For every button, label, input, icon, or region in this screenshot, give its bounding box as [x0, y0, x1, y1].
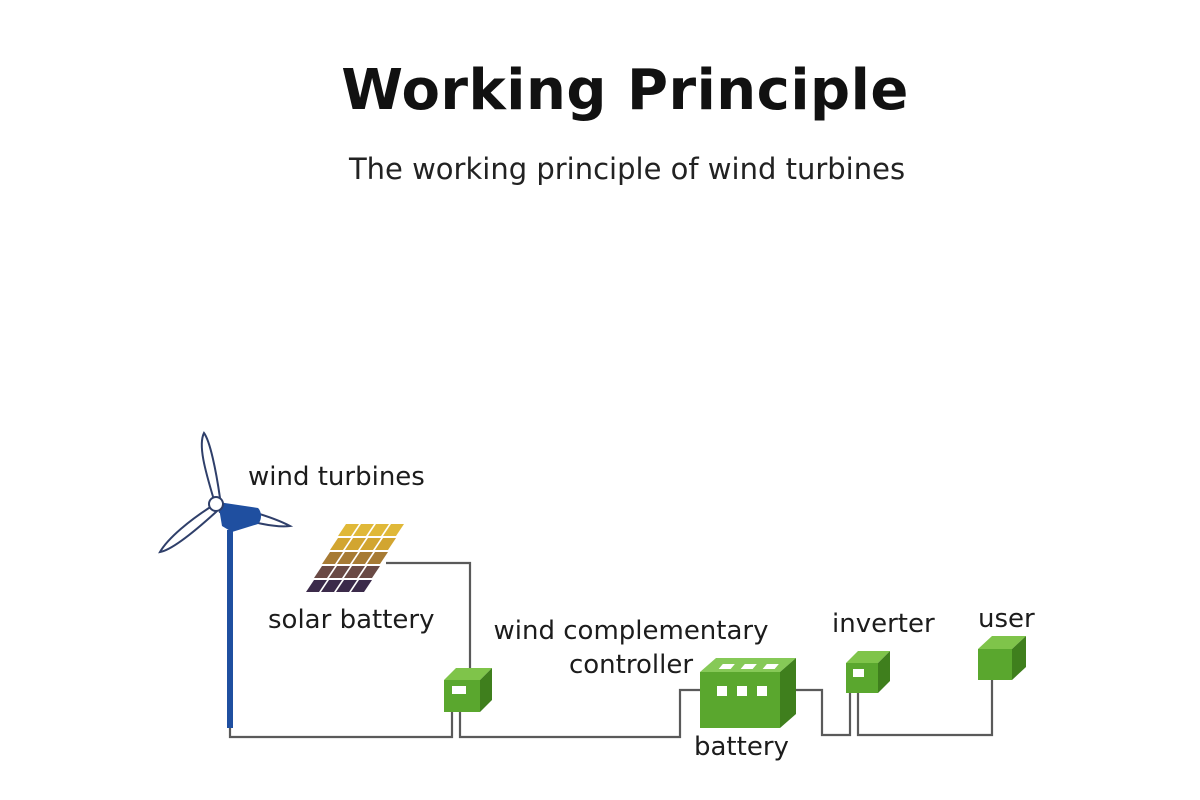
turbine-to-controller-wire — [228, 712, 454, 739]
solar-cell — [337, 552, 358, 564]
inverter-icon — [846, 651, 890, 693]
solar-cell — [360, 538, 381, 550]
battery-to-inverter-wire — [796, 688, 852, 737]
wind-turbine-label: wind turbines — [248, 462, 425, 492]
solar-cell — [344, 566, 365, 578]
user-device-icon — [978, 636, 1026, 680]
solar-cell — [336, 580, 357, 592]
solar-cell — [383, 524, 404, 536]
battery-icon — [700, 658, 796, 728]
solar-cell — [375, 538, 396, 550]
solar-cell — [338, 524, 359, 536]
solar-cell — [329, 566, 350, 578]
solar-cell — [351, 580, 372, 592]
solar-cell — [306, 580, 327, 592]
battery-label: battery — [694, 732, 789, 762]
controller-to-battery-wire — [458, 688, 700, 739]
solar-cell — [322, 552, 343, 564]
solar-cell — [352, 552, 373, 564]
solar-panel-icon — [306, 524, 404, 592]
solar-cell — [359, 566, 380, 578]
inverter-label: inverter — [832, 609, 935, 639]
wiring — [228, 561, 994, 739]
solar-cell — [367, 552, 388, 564]
solar-cell — [345, 538, 366, 550]
solar-to-controller-wire — [386, 561, 472, 668]
controller-label-line1: wind complementary — [493, 616, 769, 646]
solar-cell — [321, 580, 342, 592]
wind-turbine-icon — [158, 431, 294, 728]
solar-cell — [330, 538, 351, 550]
user-label: user — [978, 604, 1035, 634]
controller-label: wind complementary controller — [478, 616, 784, 681]
solar-panel-label: solar battery — [268, 605, 435, 635]
solar-cell — [368, 524, 389, 536]
solar-cell — [353, 524, 374, 536]
inverter-to-user-wire — [856, 680, 994, 737]
controller-box-icon — [444, 668, 492, 712]
solar-cell — [314, 566, 335, 578]
page-subtitle: The working principle of wind turbines — [348, 152, 906, 186]
page-title: Working Principle — [341, 58, 909, 123]
controller-label-line2: controller — [568, 649, 694, 680]
